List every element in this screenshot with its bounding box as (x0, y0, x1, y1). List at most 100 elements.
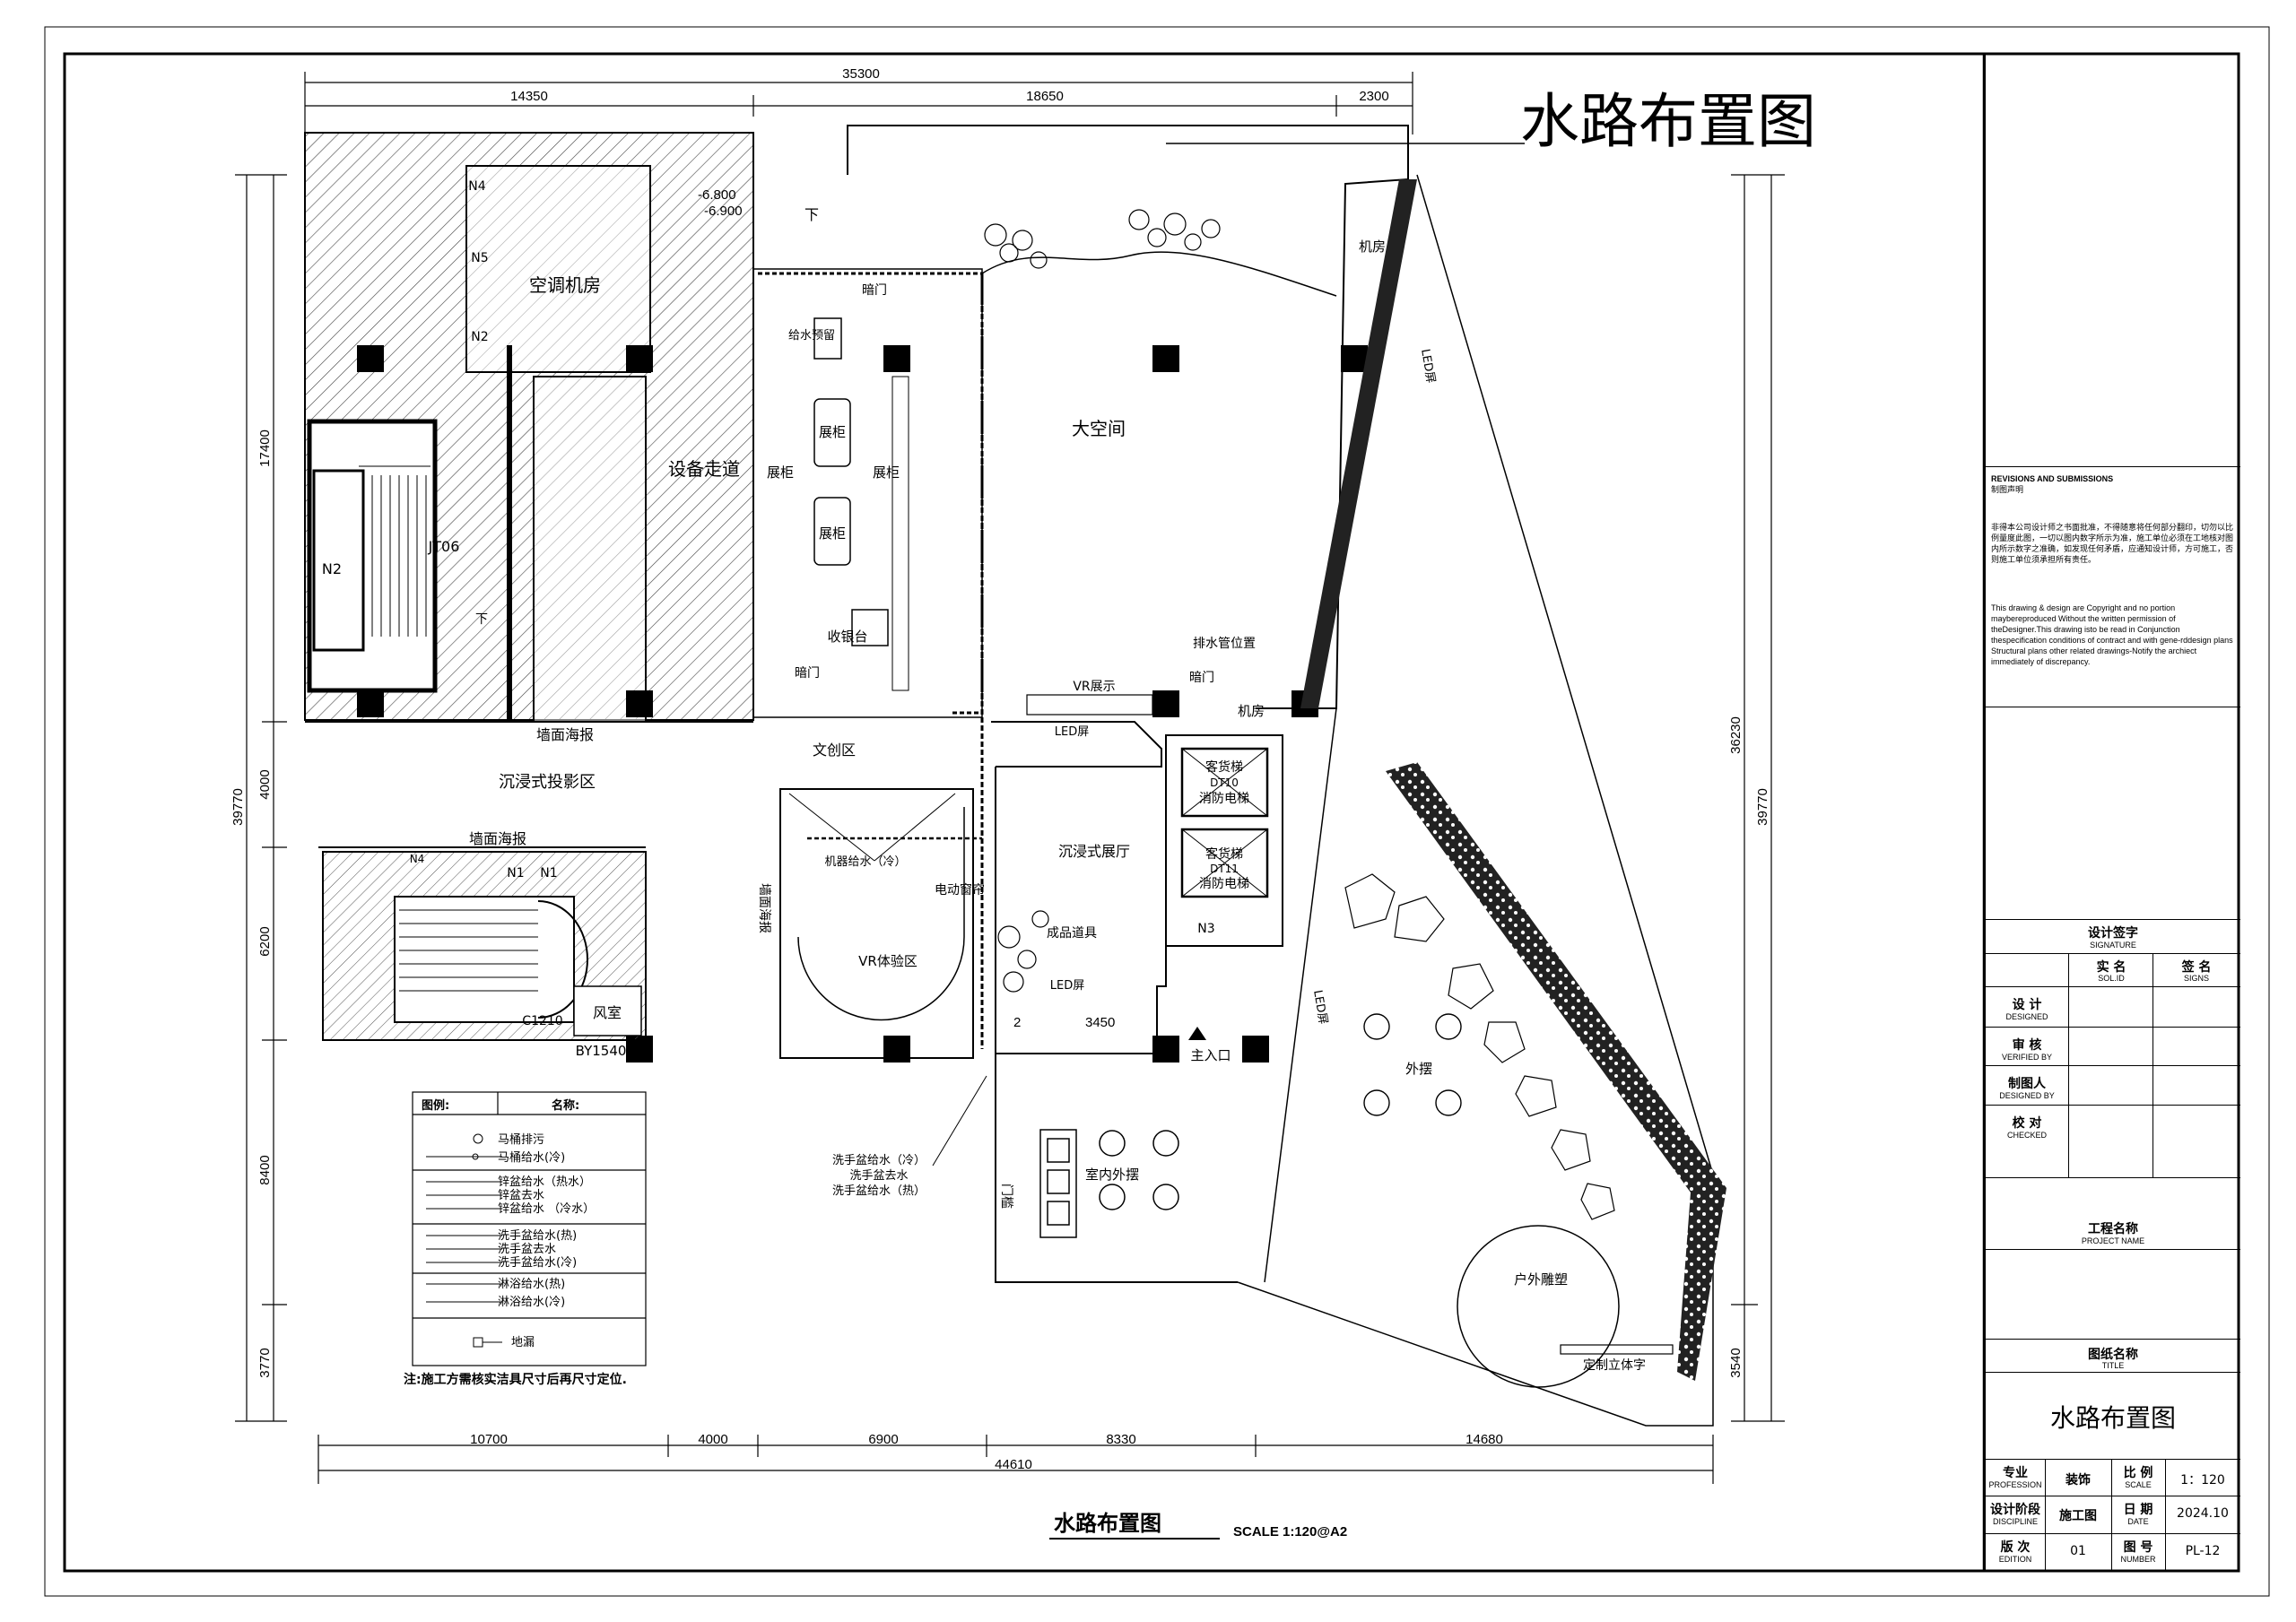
date-label: 日 期 (2123, 1503, 2153, 1517)
label-elevator-1: 客货梯 (1205, 759, 1243, 775)
sign-sub: SIGNS (2183, 974, 2209, 983)
dim-left-overall: 39770 (230, 788, 246, 826)
dim-top-seg-3: 2300 (1359, 89, 1388, 104)
label-basin-note-3: 洗手盆给水（热） (832, 1184, 926, 1198)
label-n4-bottom: N4 (410, 853, 425, 865)
dim-top-seg-2: 18650 (1026, 89, 1064, 104)
label-machine-room-top: 机房 (1359, 239, 1386, 255)
legend-note: 注:施工方需核实洁具尺寸后再尺寸定位. (404, 1372, 627, 1387)
label-c1210: C1210 (522, 1014, 562, 1028)
scale-note: SCALE 1:120@A2 (1233, 1524, 1347, 1540)
label-door-sill: 门槛 (999, 1184, 1013, 1209)
project-name-sub: PROJECT NAME (2081, 1236, 2145, 1245)
label-indoor-seating: 室内外摆 (1085, 1167, 1139, 1183)
role-verified-en: VERIFIED BY (2001, 1053, 2052, 1062)
drawing-name-value: 水路布置图 (2049, 1403, 2176, 1433)
label-n3: N3 (1197, 922, 1214, 936)
label-vr-experience: VR体验区 (858, 953, 918, 969)
drawing-name-sub: TITLE (2101, 1361, 2125, 1370)
label-by1540: BY1540 (576, 1043, 627, 1059)
stair-treads-upper (371, 475, 427, 637)
label-stair-code: JT06 (428, 538, 460, 555)
dim-right-overall: 39770 (1755, 788, 1770, 826)
label-vr-display: VR展示 (1073, 680, 1115, 694)
label-hidden-door-top: 暗门 (862, 283, 887, 298)
label-hidden-door-mid: 暗门 (795, 666, 820, 681)
legend-header-symbol: 图例: (422, 1098, 449, 1113)
label-equipment-corridor: 设备走道 (668, 458, 740, 480)
dim-left-seg-5: 3770 (257, 1348, 273, 1377)
edition-sub: EDITION (1998, 1555, 2032, 1564)
dim-right-seg-2: 3540 (1728, 1348, 1744, 1377)
label-led-1: LED屏 (1418, 348, 1437, 384)
edition-value: 01 (2070, 1544, 2086, 1558)
date-value: 2024.10 (2177, 1506, 2229, 1521)
project-name-title: 工程名称 (2088, 1222, 2138, 1236)
dim-bottom-seg-2: 4000 (698, 1432, 727, 1447)
label-machine-water: 机器给水（冷） (824, 855, 906, 869)
title-block: REVISIONS AND SUBMISSIONS 制图声明 非得本公司设计师之… (1984, 54, 2240, 1571)
label-custom-letters: 定制立体字 (1583, 1358, 1646, 1373)
label-elevator-1b: 消防电梯 (1199, 792, 1249, 806)
legend-item-9: 淋浴给水(热) (498, 1278, 565, 1291)
outdoor-seating (1363, 1013, 1462, 1116)
legend-symbols (426, 1133, 502, 1348)
label-n4-top: N4 (468, 179, 485, 194)
label-n5: N5 (471, 251, 488, 265)
stage-label: 设计阶段 (1990, 1503, 2040, 1517)
dim-bottom-seg-3: 6900 (868, 1432, 898, 1447)
real-name-sub: SOL.ID (2098, 974, 2125, 983)
dim-left-seg-1: 17400 (257, 429, 273, 467)
legend-item-8: 洗手盆给水(冷) (498, 1256, 577, 1270)
ratio-sub: SCALE (2125, 1480, 2152, 1489)
label-immersive-projection: 沉浸式投影区 (499, 773, 596, 792)
legend-item-6: 洗手盆给水(热) (498, 1229, 577, 1243)
legend-item-11: 地漏 (511, 1335, 535, 1349)
label-water-pos: 给水预留 (788, 329, 835, 343)
role-designed-en: DESIGNED (2005, 1012, 2048, 1021)
dim-top-seg-1: 14350 (510, 89, 548, 104)
role-checked: 校 对 (2012, 1116, 2042, 1131)
right-dimension-chain (1731, 174, 1785, 1422)
notice-en: This drawing & design are Copyright and … (1991, 603, 2233, 666)
label-showcase-3: 展柜 (767, 464, 794, 481)
label-air-room: 风室 (593, 1004, 622, 1021)
revisions-title: REVISIONS AND SUBMISSIONS (1991, 474, 2114, 483)
label-big-space: 大空间 (1072, 418, 1126, 439)
label-level-1: -6.800 (698, 187, 736, 203)
edition-label: 版 次 (2000, 1540, 2031, 1555)
legend-item-4: 锌盆去水 (498, 1189, 544, 1202)
label-air-conditioning: 空调机房 (529, 274, 601, 296)
role-drafter: 制图人 (2008, 1077, 2046, 1091)
role-designed: 设 计 (2012, 998, 2042, 1012)
label-small-dim-1: 2 (1013, 1015, 1021, 1030)
legend-header-name: 名称: (552, 1098, 579, 1113)
number-value: PL-12 (2185, 1544, 2221, 1558)
label-drain-pipe: 排水管位置 (1193, 637, 1256, 651)
revisions-cn: 制图声明 (1991, 485, 2024, 494)
label-n2-b: N2 (322, 560, 342, 577)
dim-left-seg-2: 4000 (257, 769, 273, 799)
role-verified: 审 核 (2012, 1038, 2042, 1053)
signature-sub: SIGNATURE (2090, 941, 2136, 950)
drawing-name-title: 图纸名称 (2088, 1348, 2138, 1362)
bottom-dimension-chain (317, 1435, 1714, 1484)
label-level-2: -6.900 (704, 204, 743, 219)
label-hidden-door-right: 暗门 (1189, 671, 1214, 685)
label-outdoor-seating: 外摆 (1405, 1061, 1432, 1077)
role-drafter-en: DESIGNED BY (1999, 1091, 2055, 1100)
dim-left-seg-4: 8400 (257, 1155, 273, 1184)
stage-sub: DISCIPLINE (1992, 1517, 2038, 1526)
label-wall-poster-3: 墙面海报 (757, 883, 771, 933)
dim-bottom-seg-1: 10700 (470, 1432, 508, 1447)
label-small-dim-2: 3450 (1085, 1015, 1115, 1030)
label-cultural: 文创区 (813, 742, 856, 759)
label-led-4: LED屏 (1310, 989, 1329, 1025)
real-name-header: 实 名 (2096, 960, 2126, 975)
label-cashier: 收银台 (827, 629, 867, 645)
label-showcase-1: 展柜 (819, 424, 846, 440)
stair-treads-lower (399, 909, 538, 992)
legend-item-1: 马桶排污 (498, 1133, 544, 1147)
legend-item-7: 洗手盆去水 (498, 1243, 556, 1256)
tree-clusters (984, 209, 1221, 269)
